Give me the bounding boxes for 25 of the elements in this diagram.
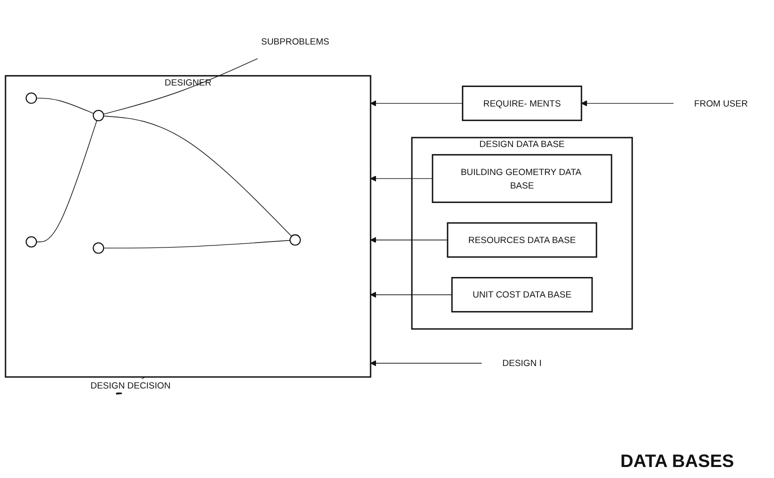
connector bbox=[36, 98, 94, 114]
node-box: RESOURCES DATA BASE bbox=[446, 222, 598, 258]
arrow bbox=[370, 360, 482, 367]
arrow bbox=[370, 176, 433, 182]
node-ellipse bbox=[26, 236, 37, 248]
node-ellipse bbox=[92, 242, 104, 254]
edge-label: DESIGN DECISION bbox=[90, 380, 171, 391]
node-ellipse bbox=[92, 110, 104, 122]
node-text: SUBPROBLEMS bbox=[261, 36, 330, 47]
connector bbox=[103, 116, 292, 237]
connector bbox=[103, 240, 290, 249]
connector bbox=[103, 58, 258, 115]
arrow bbox=[370, 100, 463, 107]
section-label: DATA BASES bbox=[620, 451, 734, 472]
node-box: UNIT COST DATA BASE bbox=[451, 277, 593, 313]
node-text: FROM USER bbox=[694, 98, 748, 109]
connector bbox=[36, 120, 98, 243]
arrow bbox=[581, 100, 674, 107]
node-box: BUILDING GEOMETRY DATA BASE bbox=[432, 154, 612, 204]
arrow bbox=[370, 237, 448, 244]
node-box: REQUIRE- MENTS bbox=[462, 86, 582, 122]
node-text: DESIGN I bbox=[502, 358, 542, 369]
arrow bbox=[370, 292, 452, 298]
node-ellipse bbox=[290, 234, 301, 246]
node-ellipse bbox=[26, 92, 37, 104]
